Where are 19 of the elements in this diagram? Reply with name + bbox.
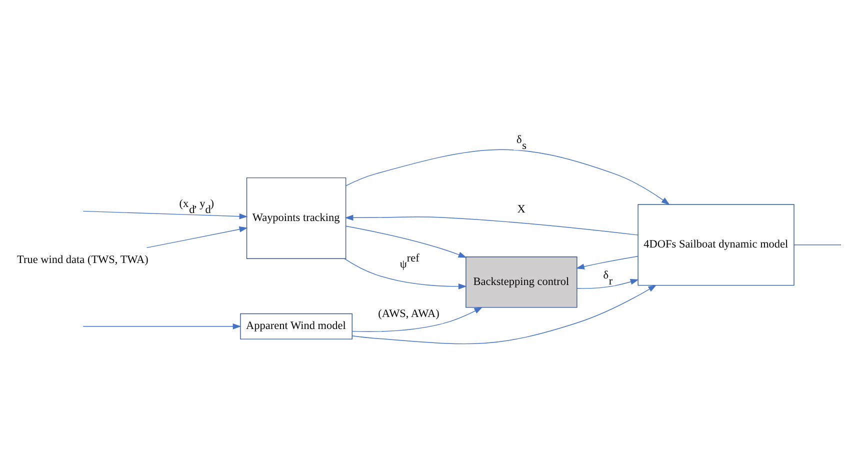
edge-label: X: [517, 202, 526, 215]
node-box: Backstepping control: [466, 256, 578, 308]
arrow: [82, 322, 242, 329]
node-text: True wind data (TWS, TWA): [17, 254, 148, 266]
arrow: [346, 148, 670, 204]
arrow: [344, 214, 638, 235]
arrow: [146, 226, 248, 248]
arrow: [352, 284, 657, 344]
arrow: [352, 306, 483, 332]
node-box: 4DOFs Sailboat dynamic model: [638, 204, 794, 286]
arrow: [576, 278, 639, 288]
arrow: [576, 255, 638, 269]
node-box: Waypoints tracking: [246, 176, 346, 258]
connector: [794, 244, 842, 245]
arrow: [344, 258, 467, 289]
arrow: [346, 225, 467, 258]
arrow: [82, 210, 248, 219]
node-box: Apparent Wind model: [240, 312, 352, 339]
edge-label: (AWS, AWA): [378, 308, 440, 320]
